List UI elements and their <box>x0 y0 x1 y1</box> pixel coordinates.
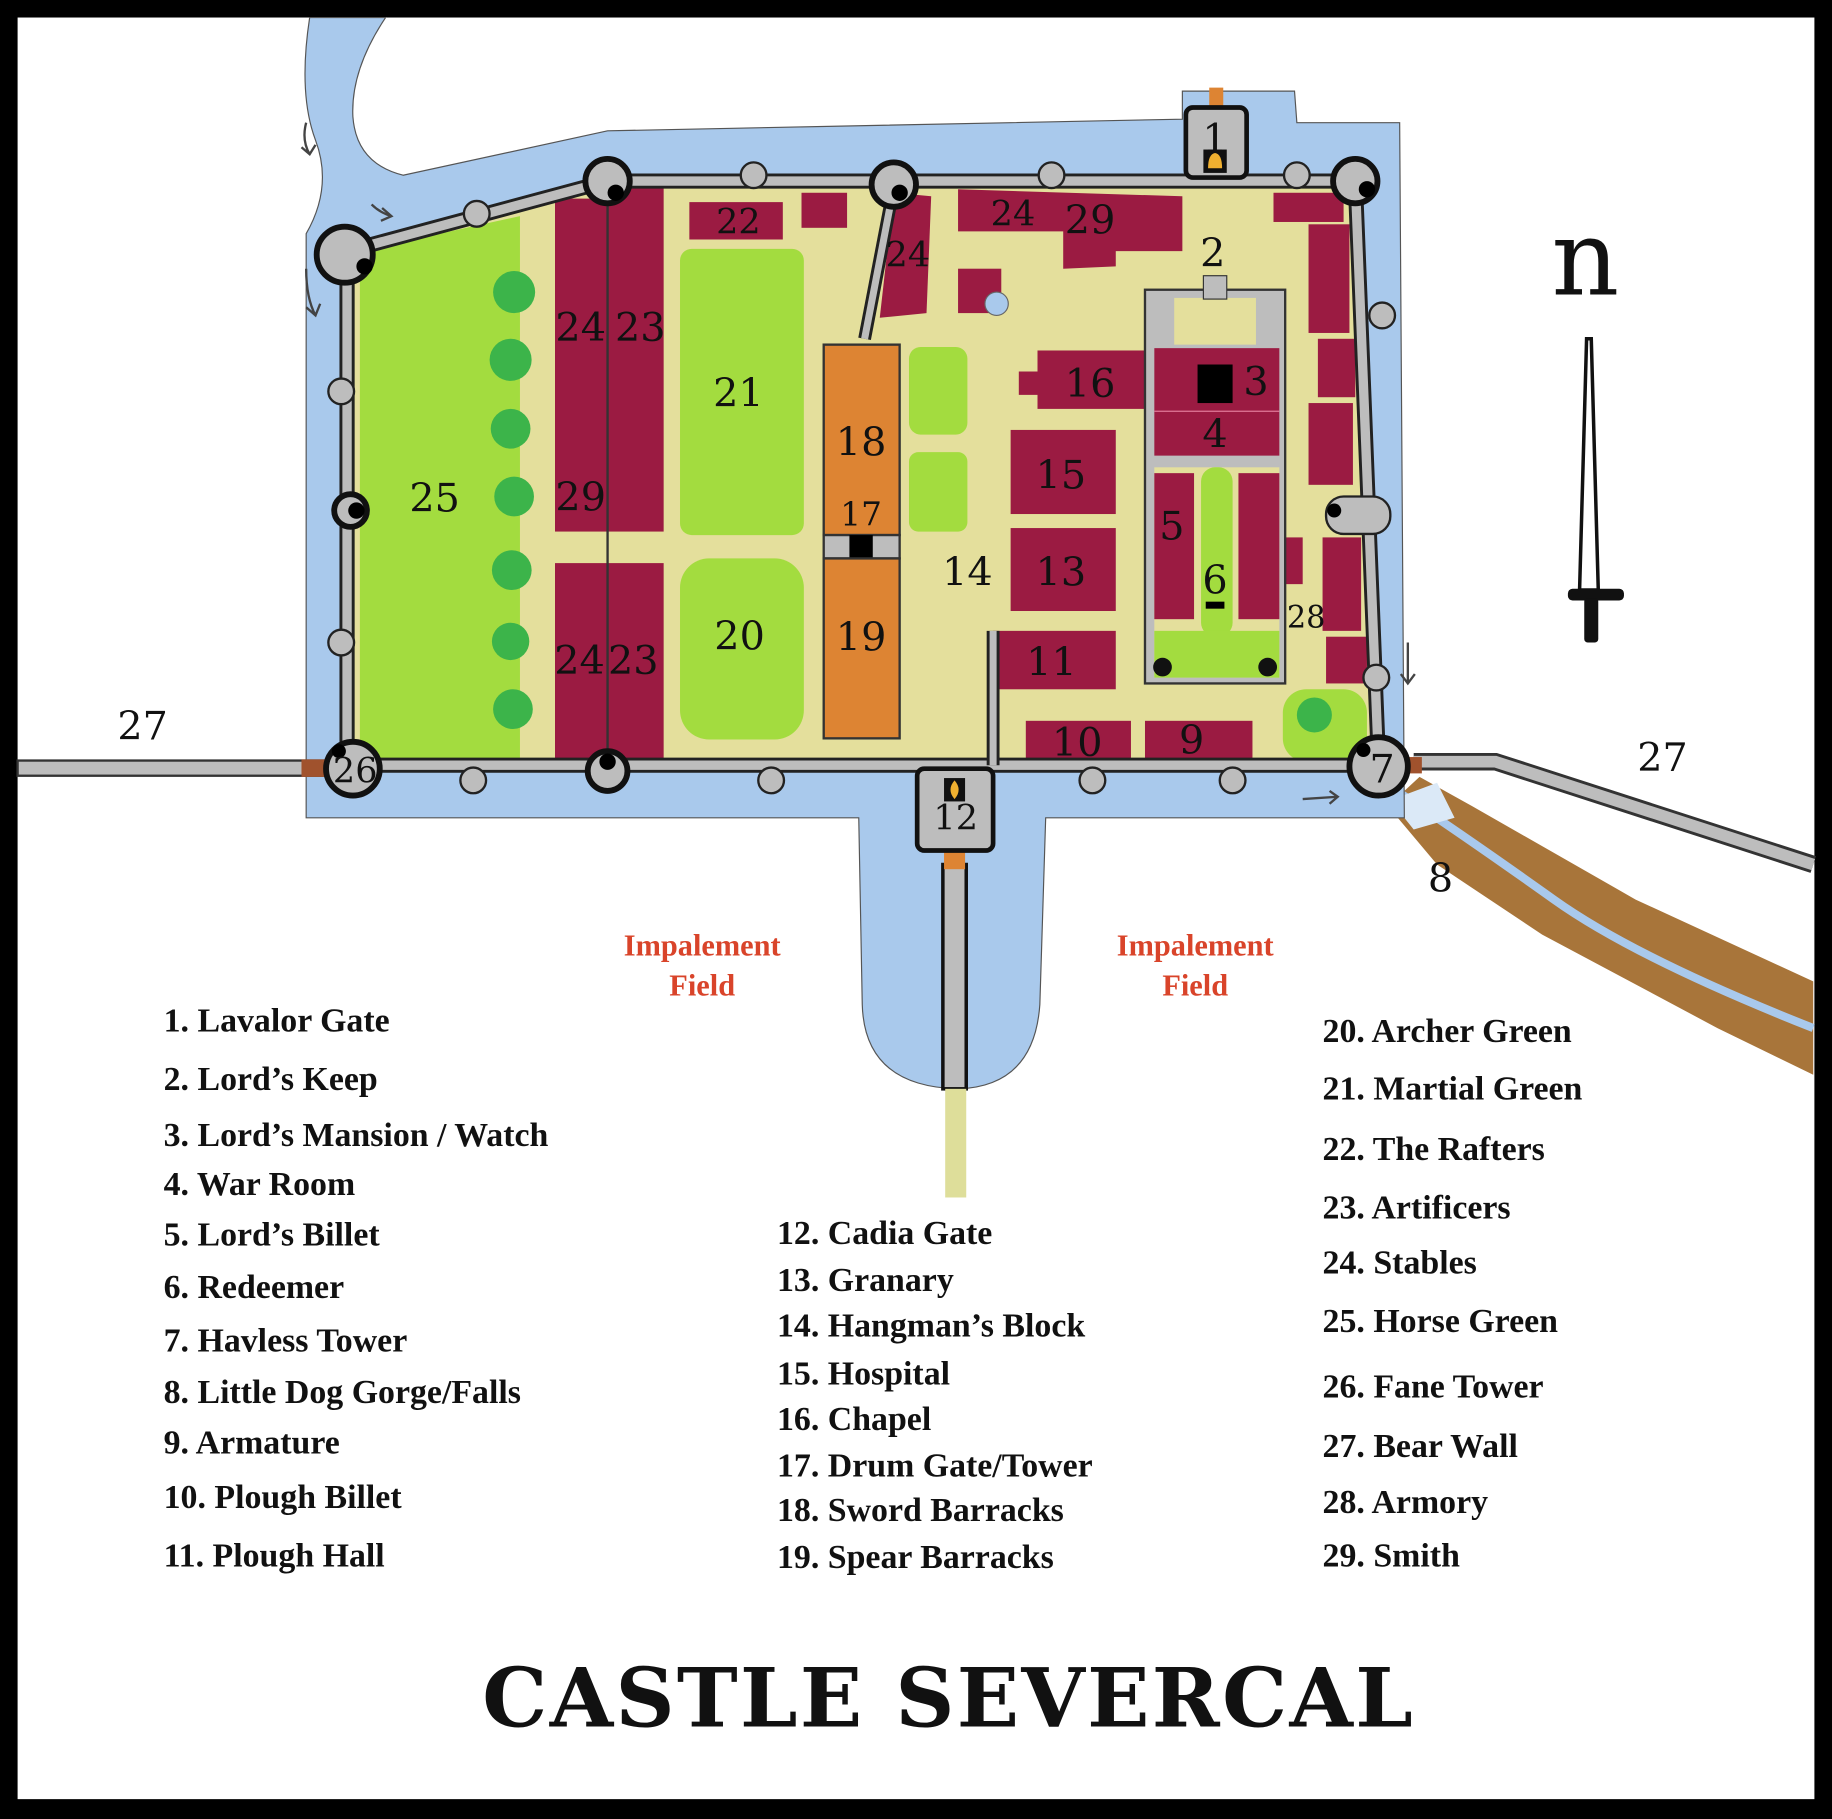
horse-green <box>359 216 520 760</box>
legend-item: 23. Artificers <box>1323 1190 1511 1227</box>
legend-item: 11. Plough Hall <box>164 1538 385 1575</box>
impalement-field-label: Field <box>669 968 735 1002</box>
cadia-gate <box>914 766 996 853</box>
legend-item: 21. Martial Green <box>1323 1070 1583 1107</box>
map-label-1: 1 <box>1202 116 1227 162</box>
map-label-17: 17 <box>840 496 882 534</box>
compass-north-label: n <box>1552 196 1620 319</box>
lavalor-gate <box>1183 87 1249 180</box>
buildings <box>555 186 1367 766</box>
legend-item: 16. Chapel <box>777 1401 931 1438</box>
compass: n <box>1552 196 1624 643</box>
map-labels: 1234567891011121314151617181920212223232… <box>117 116 1687 902</box>
map-label-11: 11 <box>1026 639 1077 685</box>
map-label-23: 23 <box>615 305 666 351</box>
map-label-22: 22 <box>716 202 761 243</box>
impalement-field-label: Field <box>1162 968 1228 1002</box>
well <box>984 291 1009 317</box>
tower-dots <box>331 181 1376 770</box>
map-label-27: 27 <box>117 704 168 750</box>
legend-item: 2. Lord’s Keep <box>164 1061 378 1098</box>
legend-item: 13. Granary <box>777 1262 954 1299</box>
legend-item: 28. Armory <box>1323 1484 1489 1521</box>
map-label-13: 13 <box>1036 549 1087 595</box>
legend-item: 10. Plough Billet <box>164 1479 403 1516</box>
map-label-9: 9 <box>1179 718 1204 764</box>
greens <box>680 248 1367 762</box>
map-label-23: 23 <box>608 638 659 684</box>
legend-item: 18. Sword Barracks <box>777 1492 1064 1529</box>
legend-item: 27. Bear Wall <box>1323 1428 1518 1465</box>
legend-item: 22. The Rafters <box>1323 1131 1545 1168</box>
legend-item: 29. Smith <box>1323 1538 1461 1575</box>
south-road <box>941 843 968 1198</box>
map-title: CASTLE SEVERCAL <box>482 1651 1415 1747</box>
little-dog-gorge <box>1387 776 1815 1075</box>
castle-walls <box>339 173 1387 773</box>
turrets <box>327 161 1397 795</box>
impalement-field-west: Impalement Field <box>624 929 781 1003</box>
map-label-10: 10 <box>1052 720 1103 766</box>
legend-item: 26. Fane Tower <box>1323 1368 1544 1405</box>
water-flow-arrows <box>300 122 1416 805</box>
legend: 1. Lavalor Gate 2. Lord’s Keep 3. Lord’s M… <box>164 1003 1583 1576</box>
legend-item: 19. Spear Barracks <box>777 1539 1054 1576</box>
tree <box>1296 697 1332 733</box>
legend-item: 7. Havless Tower <box>164 1323 408 1360</box>
legend-item: 25. Horse Green <box>1323 1303 1559 1340</box>
map-label-25: 25 <box>409 476 460 522</box>
impalement-field-east: Impalement Field <box>1117 929 1274 1003</box>
legend-item: 24. Stables <box>1323 1244 1477 1281</box>
legend-item: 4. War Room <box>164 1166 356 1203</box>
legend-item: 3. Lord’s Mansion / Watch <box>164 1117 549 1154</box>
map-label-4: 4 <box>1202 411 1227 457</box>
map-label-6: 6 <box>1202 557 1227 603</box>
legend-item: 5. Lord’s Billet <box>164 1216 381 1253</box>
map-label-24: 24 <box>554 638 605 684</box>
map-label-12: 12 <box>933 797 978 838</box>
legend-item: 12. Cadia Gate <box>777 1215 992 1252</box>
map-label-18: 18 <box>836 420 887 466</box>
map-label-29: 29 <box>555 475 606 521</box>
legend-item: 17. Drum Gate/Tower <box>777 1448 1093 1485</box>
map-label-24: 24 <box>555 305 606 351</box>
map-label-3: 3 <box>1243 359 1268 405</box>
legend-item: 14. Hangman’s Block <box>777 1308 1085 1345</box>
impalement-field-label: Impalement <box>1117 929 1274 963</box>
map-label-26: 26 <box>333 751 378 792</box>
legend-item: 6. Redeemer <box>164 1269 345 1306</box>
map-label-24: 24 <box>991 193 1036 234</box>
legend-item: 1. Lavalor Gate <box>164 1003 390 1040</box>
map-label-15: 15 <box>1036 452 1087 498</box>
map-label-19: 19 <box>836 615 887 661</box>
map-label-5: 5 <box>1159 504 1184 550</box>
map-label-20: 20 <box>714 614 765 660</box>
legend-item: 15. Hospital <box>777 1355 950 1392</box>
legend-item: 8. Little Dog Gorge/Falls <box>164 1374 521 1411</box>
tree-row <box>489 271 536 730</box>
map-label-14: 14 <box>942 549 993 595</box>
map-label-28: 28 <box>1287 600 1326 635</box>
barracks <box>822 343 901 740</box>
map-label-29: 29 <box>1065 198 1116 244</box>
lords-keep <box>1143 275 1287 685</box>
legend-item: 9. Armature <box>164 1424 340 1461</box>
map-label-2: 2 <box>1200 230 1225 276</box>
map-label-27: 27 <box>1637 735 1688 781</box>
legend-item: 20. Archer Green <box>1323 1013 1572 1050</box>
map-label-21: 21 <box>713 371 764 417</box>
map-label-8: 8 <box>1428 855 1453 901</box>
map-label-16: 16 <box>1065 361 1116 407</box>
map-label-7: 7 <box>1370 747 1395 793</box>
map-label-24: 24 <box>886 234 931 275</box>
impalement-field-label: Impalement <box>624 929 781 963</box>
